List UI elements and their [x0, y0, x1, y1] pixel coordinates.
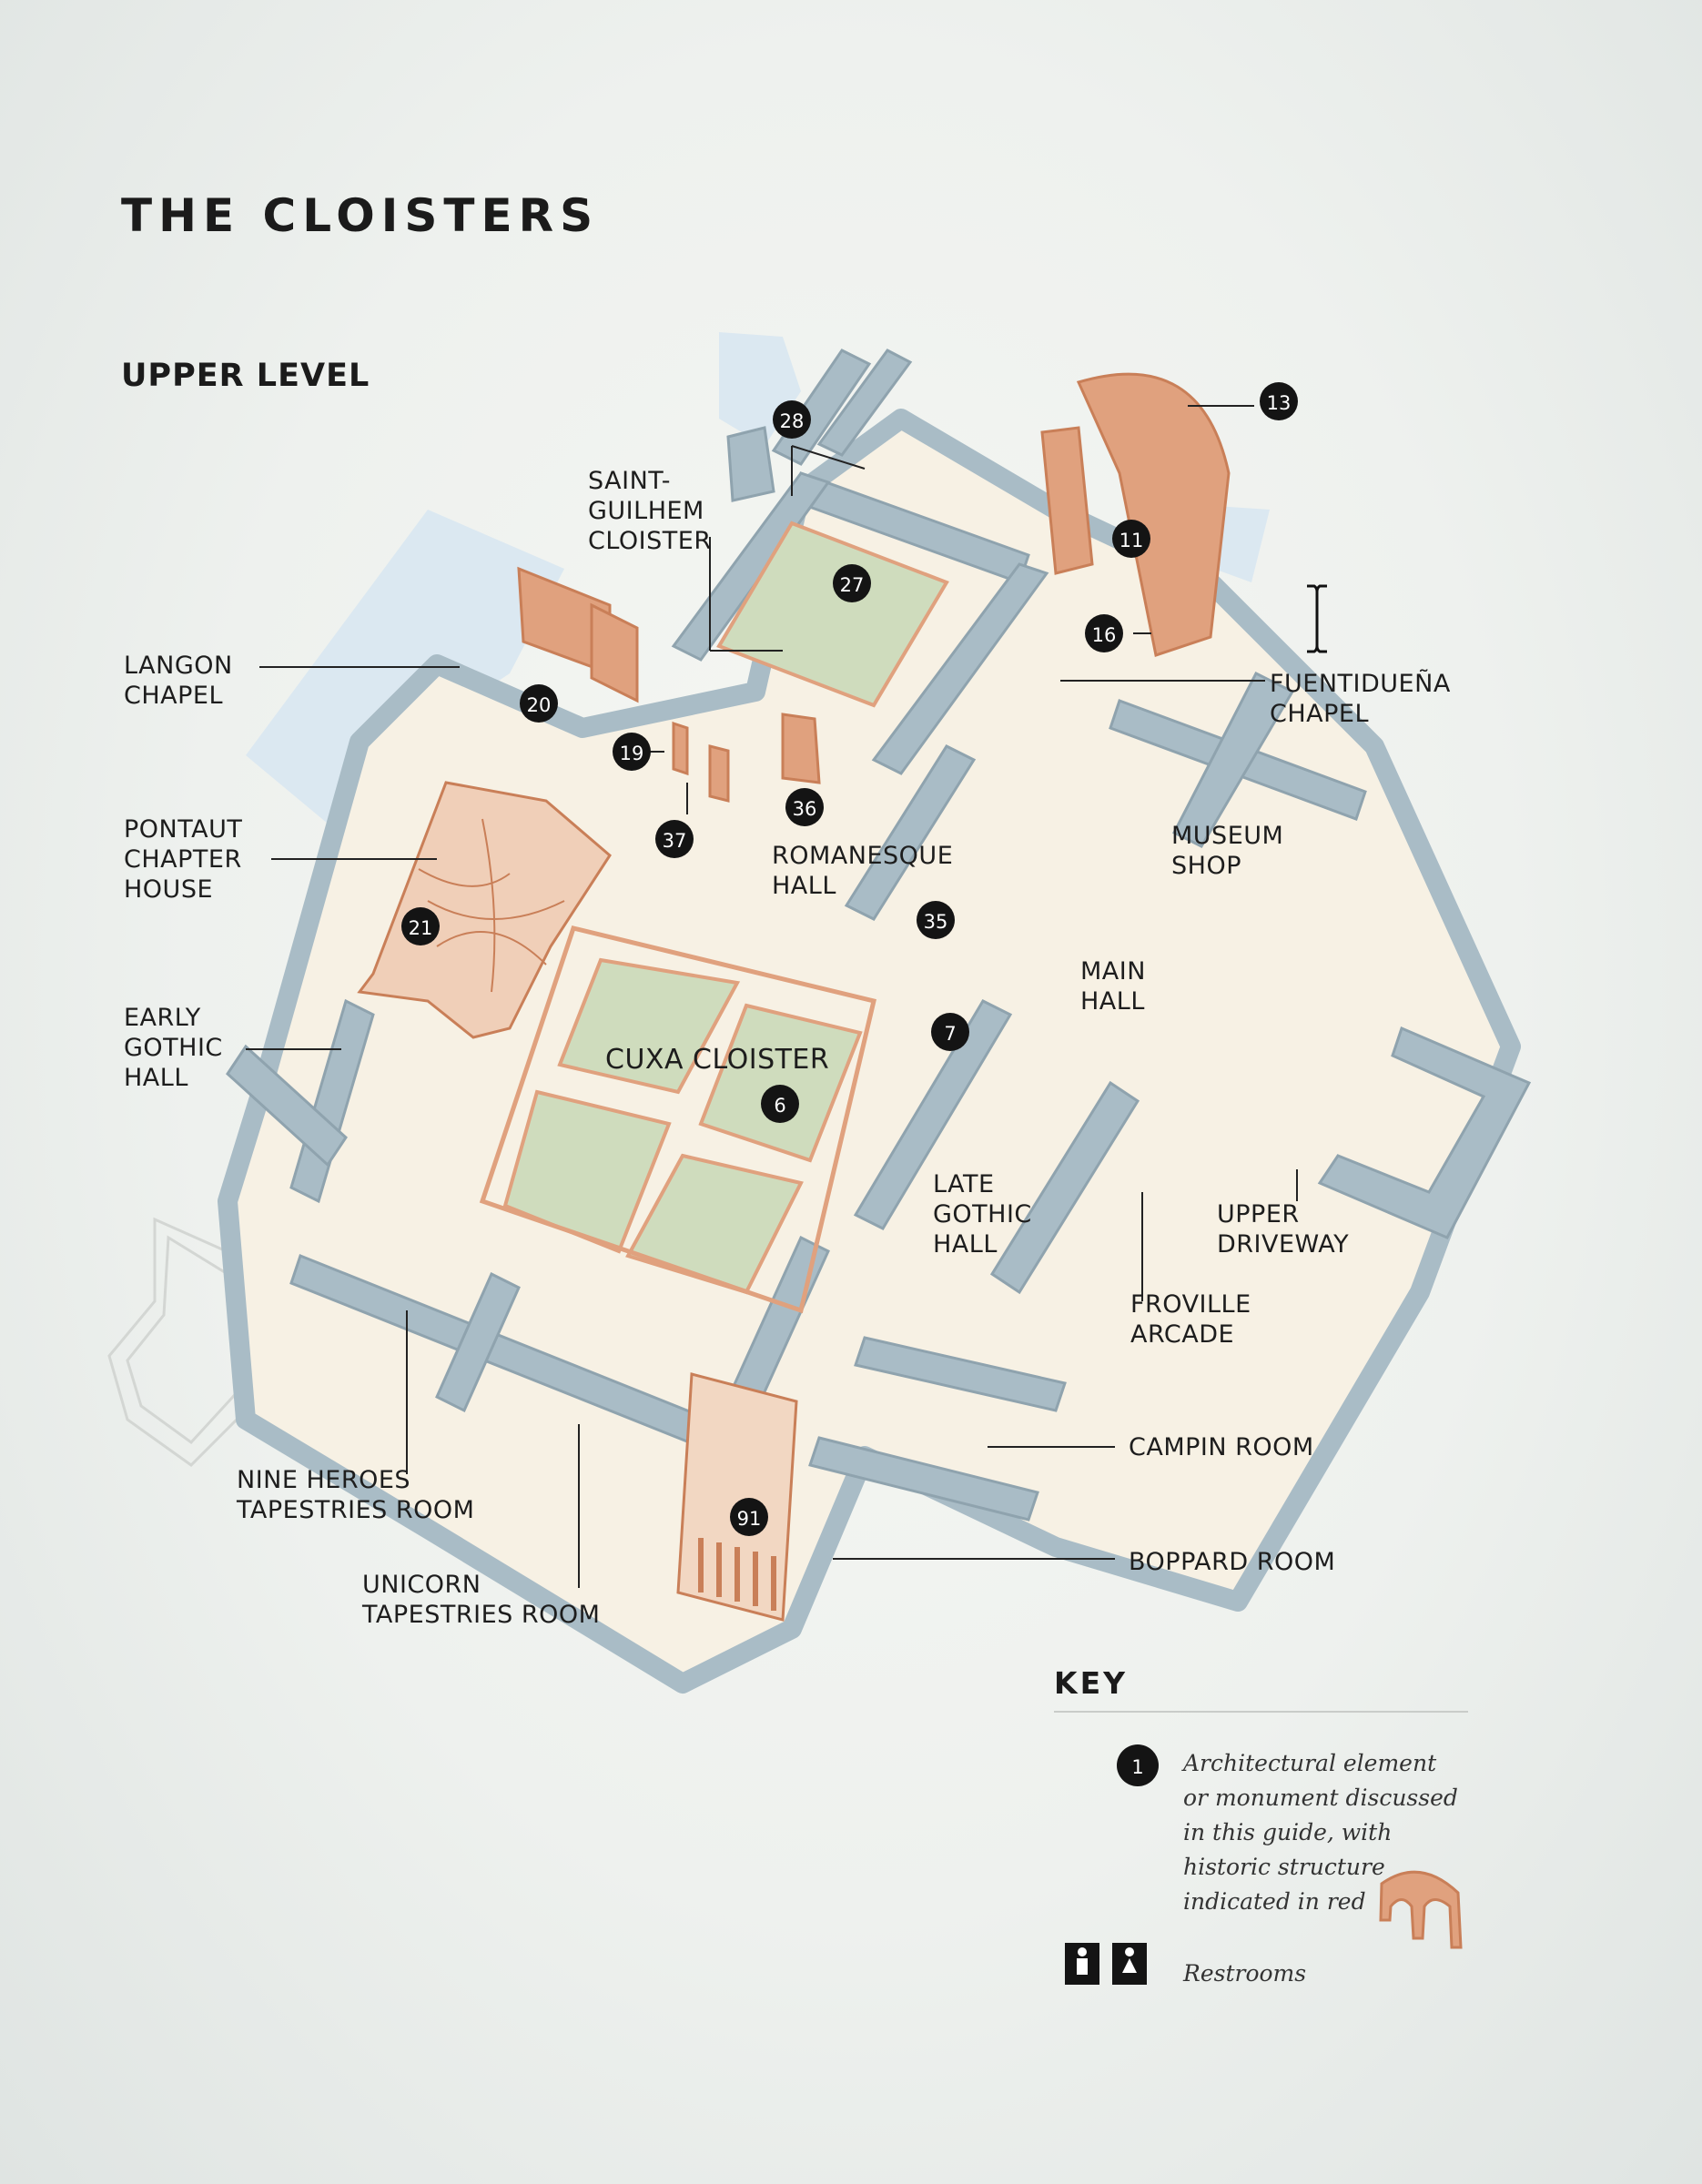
- svg-text:13: 13: [1267, 392, 1292, 414]
- marker-35[interactable]: 35: [917, 901, 955, 939]
- marker-13[interactable]: 13: [1260, 382, 1298, 420]
- label-boppard-room: BOPPARD ROOM: [1129, 1548, 1336, 1576]
- boppard-columns: [698, 1538, 776, 1611]
- key-restrooms-label: Restrooms: [1183, 1960, 1307, 1987]
- page-title: THE CLOISTERS: [121, 189, 600, 242]
- text-cursor-icon: [1307, 584, 1327, 653]
- label-campin-room: CAMPIN ROOM: [1129, 1433, 1314, 1461]
- marker-27[interactable]: 27: [833, 564, 871, 602]
- svg-text:27: 27: [840, 574, 865, 596]
- svg-text:19: 19: [620, 743, 644, 764]
- svg-text:28: 28: [780, 410, 805, 432]
- marker-6[interactable]: 6: [761, 1085, 799, 1123]
- historic-structures: [357, 372, 1231, 1622]
- svg-text:16: 16: [1092, 624, 1117, 646]
- svg-text:6: 6: [774, 1095, 785, 1117]
- historic-structure-icon: [1379, 1870, 1463, 1949]
- wall-strips: [226, 349, 1532, 1522]
- svg-text:35: 35: [924, 911, 948, 933]
- marker-37[interactable]: 37: [655, 820, 694, 858]
- key-divider: [1054, 1711, 1468, 1713]
- svg-text:37: 37: [663, 830, 687, 852]
- marker-19[interactable]: 19: [613, 733, 651, 771]
- svg-text:36: 36: [793, 798, 817, 820]
- marker-7[interactable]: 7: [931, 1013, 969, 1051]
- svg-text:7: 7: [944, 1023, 956, 1045]
- marker-36[interactable]: 36: [785, 788, 824, 826]
- marker-16[interactable]: 16: [1085, 614, 1123, 652]
- marker-11[interactable]: 11: [1112, 520, 1150, 558]
- svg-text:91: 91: [737, 1508, 762, 1530]
- pontaut-vaulting: [418, 818, 565, 993]
- saint-guilhem-garden: [716, 521, 949, 708]
- key-heading: KEY: [1054, 1665, 1129, 1701]
- svg-text:20: 20: [527, 694, 552, 716]
- svg-text:21: 21: [409, 917, 433, 939]
- marker-20[interactable]: 20: [520, 684, 558, 723]
- numbered-markers: 28 13 11 27 16 20 19 36 37 21 35 7 6 91: [401, 382, 1298, 1536]
- svg-text:1: 1: [1131, 1756, 1143, 1778]
- label-cuxa-cloister: CUXA CLOISTER: [605, 1044, 830, 1076]
- marker-21[interactable]: 21: [401, 907, 440, 945]
- leader-lines: [246, 405, 1298, 1588]
- marker-91[interactable]: 91: [730, 1498, 768, 1536]
- key-marker-symbol: 1: [1117, 1744, 1159, 1786]
- svg-text:11: 11: [1119, 530, 1144, 551]
- restroom-icon: [1065, 1943, 1147, 1985]
- cuxa-arcade: [479, 925, 877, 1314]
- marker-28[interactable]: 28: [773, 400, 811, 439]
- level-subtitle: UPPER LEVEL: [121, 358, 370, 394]
- cuxa-cloister-gardens: [502, 957, 863, 1295]
